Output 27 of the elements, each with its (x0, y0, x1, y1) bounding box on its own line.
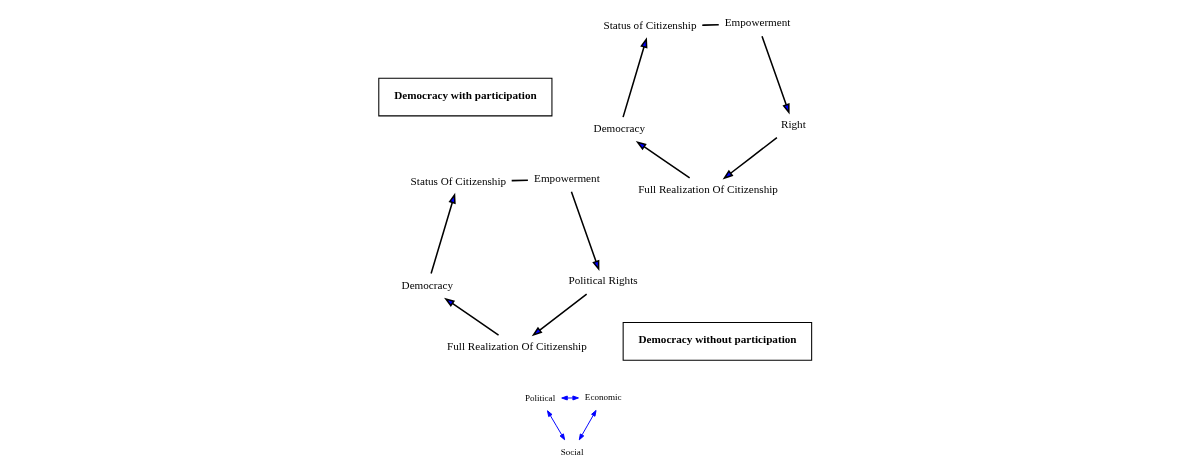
node-box: Democracy without participation (622, 322, 812, 361)
node-text: Political Rights (567, 274, 638, 287)
node-text: Empowerment (724, 16, 790, 29)
arrow (531, 293, 587, 337)
node-box: Democracy with participation (377, 77, 552, 117)
node-text: Status of Citizenship (603, 19, 697, 32)
node-text: Economic (584, 392, 622, 403)
arrow (722, 136, 778, 180)
connector (700, 23, 720, 26)
arrow (635, 141, 690, 179)
node-text: Right (780, 117, 806, 130)
arrow (429, 192, 456, 275)
node-text: Status Of Citizenship (410, 174, 506, 187)
node-text: Full Realization Of Citizenship (446, 340, 587, 353)
arrow (546, 410, 565, 441)
arrow (570, 191, 599, 272)
node-text: Democracy (401, 278, 453, 291)
node-text: Political (524, 392, 555, 403)
arrow (621, 37, 647, 118)
arrow (443, 297, 499, 336)
arrow (760, 35, 790, 115)
node-text: Full Realization Of Citizenship (637, 183, 778, 196)
arrow (560, 395, 579, 401)
node-text: Social (560, 446, 583, 457)
node-text: Democracy (593, 122, 645, 135)
node-text: Empowerment (533, 171, 600, 184)
arrow (578, 409, 596, 441)
